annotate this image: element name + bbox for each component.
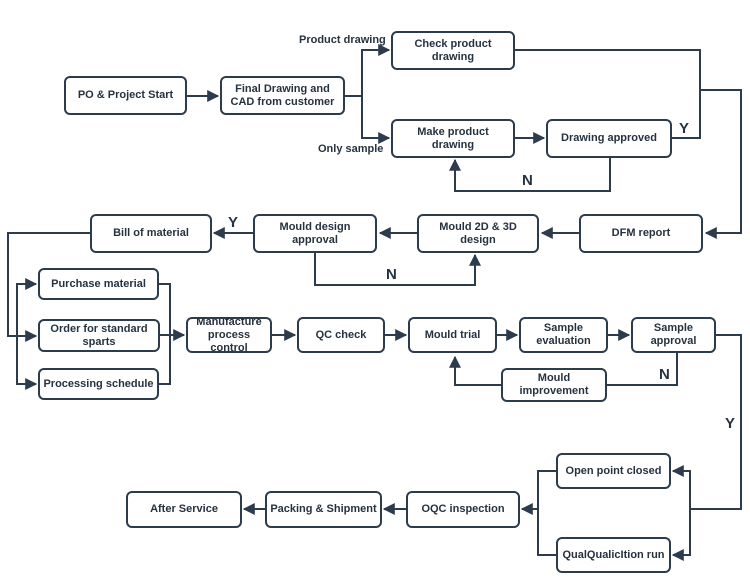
label-only-sample: Only sample (318, 143, 384, 155)
node-mould-improvement: Mould improvement (501, 368, 607, 402)
edge-open-qual-merge (537, 470, 556, 556)
node-mould-trial: Mould trial (408, 317, 497, 353)
edge-y-to-open (671, 465, 691, 509)
label-product-drawing: Product drawing (299, 34, 386, 46)
edge-final-to-make (361, 96, 391, 144)
edge-bom-to-purchase (16, 278, 38, 336)
label-y-sample: Y (725, 415, 736, 432)
edge-merge-to-dfm (700, 89, 742, 239)
node-order-standard: Order for standard sparts (38, 319, 160, 352)
node-qual-run: QualQualicItion run (556, 537, 671, 573)
node-mould-2d3d: Mould 2D & 3D design (417, 214, 539, 253)
edge-approved-n-loop (449, 158, 611, 192)
edge-approval-n-loop (314, 253, 481, 286)
node-oqc-inspection: OQC inspection (406, 491, 520, 528)
node-processing-schedule: Processing schedule (38, 368, 159, 400)
edge-improvement-to-trial (449, 355, 501, 386)
node-packing-shipment: Packing & Shipment (265, 491, 382, 528)
edge-sample-n (607, 353, 678, 386)
label-y-mould-design: Y (228, 214, 239, 231)
node-purchase-material: Purchase material (38, 268, 159, 300)
node-drawing-approved: Drawing approved (546, 119, 672, 158)
edge-final-to-check (345, 44, 391, 97)
edge-bom-to-branches (7, 232, 90, 342)
node-check-drawing: Check product drawing (391, 31, 515, 70)
edge-check-to-dfm (515, 49, 701, 139)
node-dfm-report: DFM report (579, 214, 703, 253)
node-make-drawing: Make product drawing (391, 119, 515, 158)
label-y-drawing: Y (679, 120, 690, 137)
edge-sample-y (690, 334, 742, 510)
node-after-service: After Service (126, 491, 242, 528)
node-open-point-closed: Open point closed (556, 453, 671, 489)
label-n-drawing: N (522, 172, 533, 189)
node-mould-design-approval: Mould design approval (253, 214, 377, 253)
node-qc-check: QC check (297, 317, 385, 353)
edge-y-to-qual (671, 509, 691, 561)
node-sample-evaluation: Sample evaluation (519, 317, 608, 353)
node-manufacture: Manufacture process control (186, 316, 272, 354)
node-bill-of-material: Bill of material (90, 214, 212, 253)
node-sample-approval: Sample approval (631, 317, 716, 353)
label-n-sample: N (659, 366, 670, 383)
label-n-mould-design: N (386, 266, 397, 283)
node-po-start: PO & Project Start (64, 76, 187, 115)
node-final-drawing: Final Drawing and CAD from customer (220, 76, 345, 115)
edge-bom-to-processing (16, 336, 38, 390)
